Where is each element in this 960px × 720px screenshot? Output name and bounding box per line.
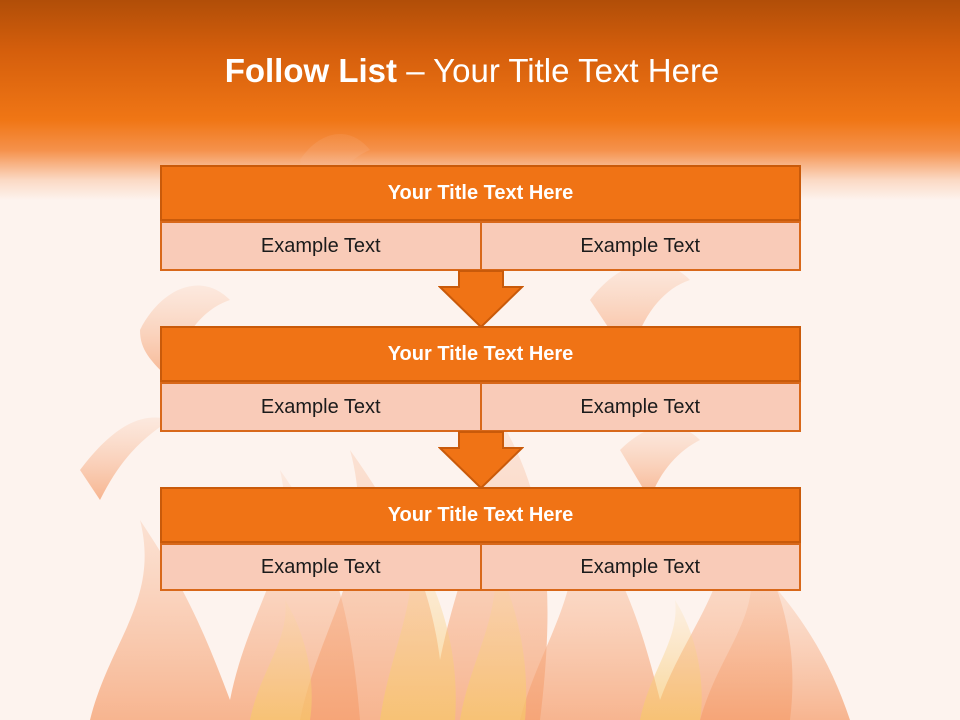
down-arrow-icon-2 <box>438 431 524 490</box>
step-2-body: Example Text Example Text <box>160 382 801 432</box>
step-block-1: Your Title Text Here Example Text Exampl… <box>160 165 801 271</box>
step-3-right-cell: Example Text <box>481 543 801 591</box>
step-1-body: Example Text Example Text <box>160 221 801 271</box>
step-1-heading: Your Title Text Here <box>160 165 801 221</box>
step-3-heading: Your Title Text Here <box>160 487 801 543</box>
down-arrow-icon-1 <box>438 270 524 329</box>
step-1-left-cell: Example Text <box>160 221 482 271</box>
step-2-right-cell: Example Text <box>481 382 801 432</box>
slide-title: Follow List – Your Title Text Here <box>0 52 944 90</box>
step-3-body: Example Text Example Text <box>160 543 801 591</box>
step-1-right-cell: Example Text <box>481 221 801 271</box>
step-2-heading: Your Title Text Here <box>160 326 801 382</box>
step-block-2: Your Title Text Here Example Text Exampl… <box>160 326 801 432</box>
slide-title-rest: – Your Title Text Here <box>406 52 720 89</box>
step-3-left-cell: Example Text <box>160 543 482 591</box>
step-2-left-cell: Example Text <box>160 382 482 432</box>
step-block-3: Your Title Text Here Example Text Exampl… <box>160 487 801 591</box>
slide-title-strong: Follow List <box>224 52 398 89</box>
